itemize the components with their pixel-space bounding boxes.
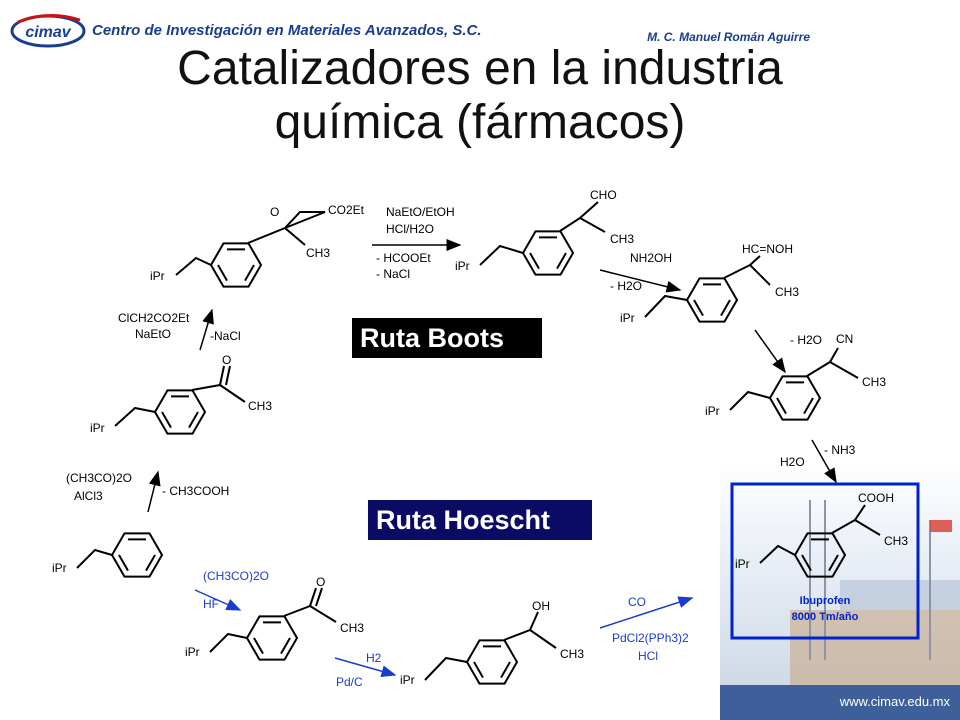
svg-text:HCl/H2O: HCl/H2O [386, 222, 434, 236]
nitrile-intermediate: iPr CN CH3 [705, 332, 886, 421]
acetophenone-intermediate: iPr O CH3 [90, 353, 272, 435]
svg-text:CH3: CH3 [862, 375, 886, 389]
svg-text:Pd/C: Pd/C [336, 675, 363, 689]
oxime-intermediate: iPr HC=NOH CH3 [620, 242, 799, 325]
svg-text:CH3: CH3 [306, 246, 330, 260]
product-name: Ibuprofen [800, 595, 851, 607]
reaction-arrow-2: NH2OH - H2O [599, 251, 682, 293]
ibuprofen-product: iPr COOH CH3 Ibuprofen 8000 Tm/año [730, 482, 920, 640]
svg-text:CH3: CH3 [248, 399, 272, 413]
svg-text:O: O [270, 205, 279, 219]
boots-step-1-arrow: (CH3CO)2O AlCl3 - CH3COOH [66, 470, 229, 513]
hoescht-acetophenone: iPr O CH3 [185, 575, 364, 661]
slide-title: Catalizadores en la industria química (f… [0, 42, 960, 150]
reaction-arrow-4: - NH3 H2O [780, 439, 856, 484]
aldehyde-intermediate: iPr CHO CH3 [455, 188, 634, 276]
hoescht-alcohol: iPr OH CH3 [400, 599, 584, 687]
svg-text:OH: OH [532, 599, 550, 613]
svg-text:CH3: CH3 [560, 647, 584, 661]
reaction-arrow-3: - H2O [754, 329, 822, 374]
svg-text:NH2OH: NH2OH [630, 251, 672, 265]
svg-text:HCl: HCl [638, 649, 658, 663]
svg-text:(CH3CO)2O: (CH3CO)2O [203, 569, 269, 583]
svg-text:iPr: iPr [400, 673, 415, 687]
hoescht-step-1-arrow: (CH3CO)2O HF [194, 569, 269, 611]
svg-text:NaEtO: NaEtO [135, 327, 171, 341]
svg-text:COOH: COOH [858, 491, 894, 505]
svg-text:H2: H2 [366, 651, 382, 665]
boots-step-2-arrow: ClCH2CO2Et NaEtO -NaCl [118, 308, 241, 351]
svg-text:iPr: iPr [52, 561, 67, 575]
svg-text:iPr: iPr [185, 645, 200, 659]
route-boots-label: Ruta Boots [352, 318, 542, 358]
svg-text:iPr: iPr [90, 421, 105, 435]
author-name: M. C. Manuel Román Aguirre [647, 30, 810, 44]
svg-text:iPr: iPr [735, 557, 750, 571]
epoxide-intermediate: iPr O CO2Et CH3 [150, 203, 365, 288]
product-production: 8000 Tm/año [792, 611, 859, 623]
route-hoescht-label: Ruta Hoescht [368, 500, 592, 540]
reaction-arrow-1: NaEtO/EtOH HCl/H2O - HCOOEt - NaCl [372, 205, 462, 281]
svg-text:NaEtO/EtOH: NaEtO/EtOH [386, 205, 455, 219]
svg-text:- NH3: - NH3 [824, 443, 856, 457]
svg-text:H2O: H2O [780, 455, 805, 469]
svg-text:O: O [316, 575, 325, 589]
svg-text:CH3: CH3 [610, 232, 634, 246]
svg-text:-NaCl: -NaCl [210, 329, 241, 343]
svg-text:CH3: CH3 [340, 621, 364, 635]
footer-url: www.cimav.edu.mx [839, 694, 950, 709]
svg-text:CO: CO [628, 595, 646, 609]
svg-text:AlCl3: AlCl3 [74, 489, 103, 503]
svg-text:CO2Et: CO2Et [328, 203, 365, 217]
svg-text:- NaCl: - NaCl [376, 267, 410, 281]
svg-text:iPr: iPr [150, 269, 165, 283]
logo-text: cimav [25, 24, 71, 41]
hoescht-step-3-arrow: CO PdCl2(PPh3)2 HCl [599, 595, 694, 663]
svg-text:ClCH2CO2Et: ClCH2CO2Et [118, 311, 190, 325]
title-line-1: Catalizadores en la industria [177, 42, 783, 95]
svg-text:HF: HF [203, 597, 219, 611]
svg-text:(CH3CO)2O: (CH3CO)2O [66, 471, 132, 485]
svg-text:HC=NOH: HC=NOH [742, 242, 793, 256]
cimav-logo: cimav [10, 13, 86, 48]
hoescht-step-2-arrow: H2 Pd/C [334, 651, 397, 689]
title-line-2: química (fármacos) [274, 96, 686, 149]
svg-text:iPr: iPr [705, 404, 720, 418]
svg-text:CH3: CH3 [884, 534, 908, 548]
svg-text:- H2O: - H2O [790, 333, 822, 347]
svg-text:- HCOOEt: - HCOOEt [376, 251, 431, 265]
svg-text:iPr: iPr [620, 311, 635, 325]
campus-photo [720, 460, 960, 720]
svg-text:CH3: CH3 [775, 285, 799, 299]
svg-text:CHO: CHO [590, 188, 617, 202]
svg-text:- H2O: - H2O [610, 279, 642, 293]
svg-text:PdCl2(PPh3)2: PdCl2(PPh3)2 [612, 631, 689, 645]
svg-text:O: O [222, 353, 231, 367]
svg-text:iPr: iPr [455, 259, 470, 273]
institution-name: Centro de Investigación en Materiales Av… [92, 22, 482, 39]
svg-text:CN: CN [836, 332, 853, 346]
svg-text:- CH3COOH: - CH3COOH [162, 484, 229, 498]
isobutylbenzene: iPr [52, 532, 163, 578]
